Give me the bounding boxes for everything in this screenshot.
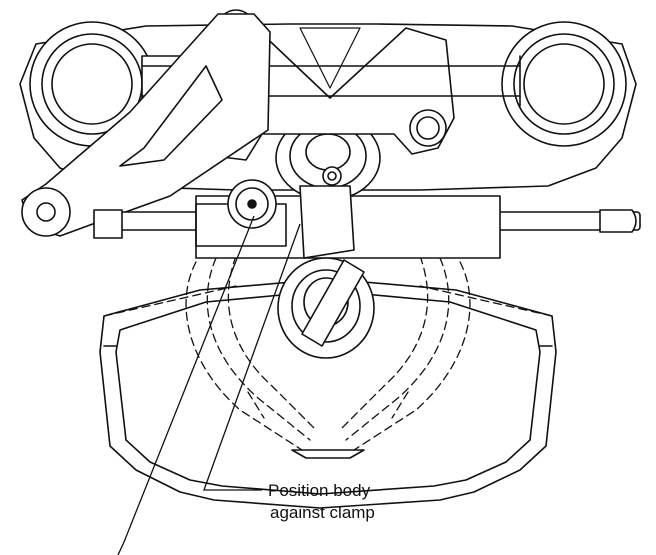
- damper-body: [93, 179, 641, 259]
- leader-line-position-body: [203, 223, 301, 491]
- hidden-lines-dashed: [103, 255, 553, 451]
- lower-stem-bolt: [277, 257, 375, 359]
- leader-line-lower: [117, 215, 255, 555]
- link-arm: [21, 13, 271, 237]
- leader-lines: [117, 215, 301, 555]
- callout-label-line2: against clamp: [270, 503, 375, 522]
- callout-label-line1: Position body: [268, 481, 371, 500]
- bottom-notch: [291, 449, 365, 459]
